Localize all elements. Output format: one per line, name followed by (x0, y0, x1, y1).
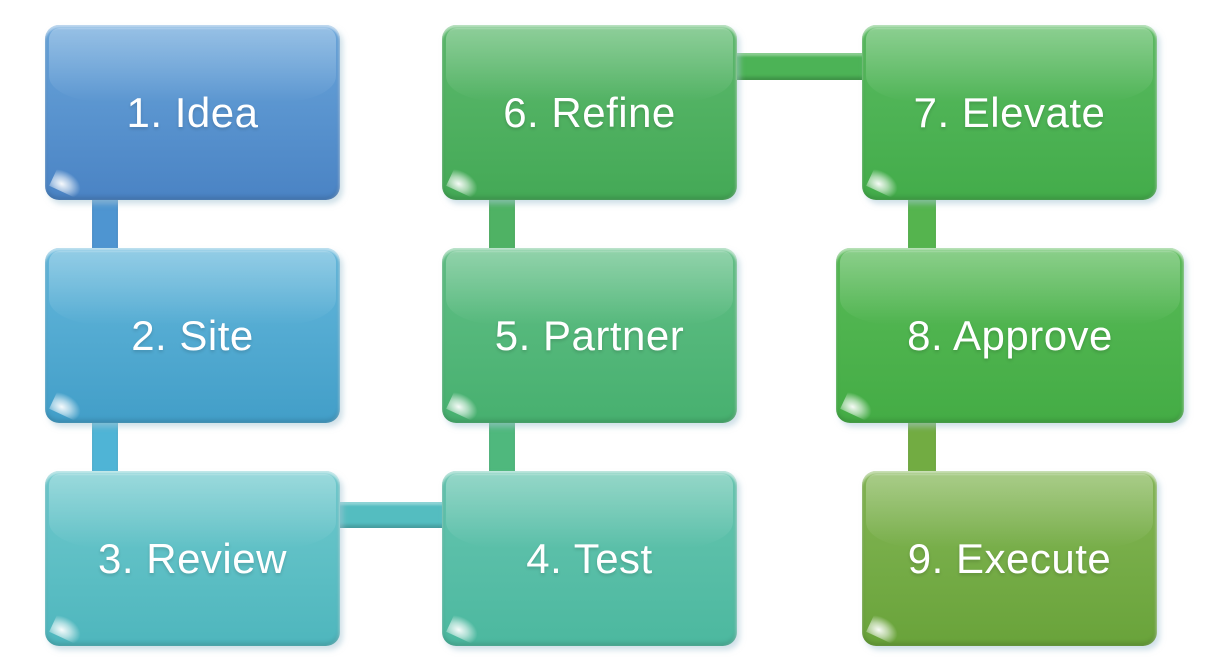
flow-step-label: 7. Elevate (913, 88, 1106, 136)
flow-step-6-refine: 6. Refine (442, 25, 737, 200)
flow-step-label: 5. Partner (494, 311, 685, 359)
connector-2-3 (92, 416, 118, 478)
flow-step-label: 6. Refine (503, 88, 676, 136)
flow-step-label: 9. Execute (907, 534, 1112, 582)
flow-step-7-elevate: 7. Elevate (862, 25, 1157, 200)
flow-step-5-partner: 5. Partner (442, 248, 737, 423)
flow-step-9-execute: 9. Execute (862, 471, 1157, 646)
flow-step-1-idea: 1. Idea (45, 25, 340, 200)
flow-step-label: 1. Idea (126, 88, 259, 136)
connector-6-7 (730, 53, 868, 80)
flow-step-8-approve: 8. Approve (836, 248, 1184, 423)
flow-step-2-site: 2. Site (45, 248, 340, 423)
connector-8-9 (908, 416, 936, 478)
connector-7-8 (908, 192, 936, 254)
connector-5-6 (489, 192, 515, 254)
connector-4-5 (489, 416, 515, 478)
flow-step-label: 4. Test (526, 534, 653, 582)
flow-step-4-test: 4. Test (442, 471, 737, 646)
flow-step-label: 3. Review (98, 534, 287, 582)
connector-1-2 (92, 192, 118, 254)
flow-step-3-review: 3. Review (45, 471, 340, 646)
flow-step-label: 2. Site (131, 311, 254, 359)
connector-3-4 (333, 502, 447, 528)
flow-step-label: 8. Approve (907, 311, 1113, 359)
